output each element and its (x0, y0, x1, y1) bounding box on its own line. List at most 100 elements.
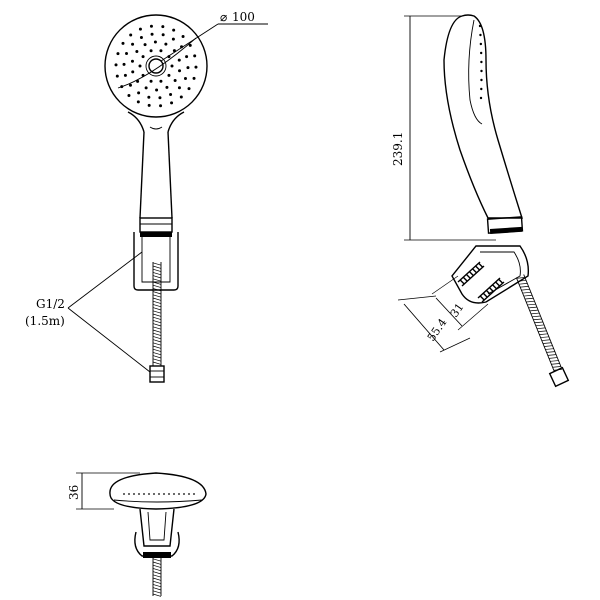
top-nozzle-dot (168, 493, 170, 495)
nozzle-dot (187, 87, 191, 91)
top-nozzle-dot (188, 493, 190, 495)
offset-extension-2 (457, 303, 489, 331)
thread-leader-lower (67, 307, 151, 373)
diameter-leader (160, 23, 219, 62)
nozzle-dot (159, 49, 163, 53)
top-nozzle-dot (138, 493, 140, 495)
nozzle-dot (192, 76, 196, 80)
nozzle-dot (141, 55, 145, 59)
nozzle-dot (125, 52, 129, 56)
offset-dimension-line (435, 297, 463, 327)
top-nozzle-dot (163, 493, 165, 495)
nozzle-dot (149, 24, 153, 28)
top-nozzle-dot (193, 493, 195, 495)
nozzle-dot (194, 65, 198, 69)
top-nozzle-dot (158, 493, 160, 495)
nozzle-dot (171, 37, 175, 41)
top-handle (139, 508, 175, 547)
side-wall-bracket (451, 245, 530, 304)
nozzle-dot (130, 59, 134, 63)
nozzle-dot (136, 79, 140, 83)
nozzle-dot (159, 79, 163, 83)
head-neck (127, 111, 145, 133)
nozzle-dot (131, 42, 135, 46)
height-label: 239.1 (391, 132, 405, 166)
nozzle-dot (179, 95, 183, 99)
nozzle-dot (186, 66, 190, 70)
spray-zone-divider (117, 37, 197, 89)
thread-leader-upper (67, 251, 143, 309)
nozzle-dot (172, 28, 176, 32)
offset-label: 31 (448, 301, 467, 320)
side-nozzles (478, 24, 483, 100)
nozzle-dot (169, 92, 173, 96)
nozzle-dot (129, 33, 133, 37)
diameter-value: 100 (232, 10, 255, 24)
front-view: ⌀ 100 G1/2 (1.5m) (25, 10, 268, 383)
nozzle-dot (138, 64, 142, 68)
nozzle-dot (114, 63, 118, 67)
nozzle-dot (143, 43, 147, 47)
nozzle-dot (147, 95, 151, 99)
nozzle-dot (178, 69, 182, 73)
nozzle-dot (170, 64, 174, 68)
nozzle-dot (150, 32, 154, 36)
nozzle-dot (138, 27, 142, 31)
nozzle-dot (123, 73, 127, 77)
top-nozzle-dot (178, 493, 180, 495)
depth-extension-1 (397, 295, 437, 301)
thread-label: G1/2 (36, 297, 65, 311)
nozzle-dot (139, 36, 143, 40)
top-nozzle-dot (173, 493, 175, 495)
nozzle-dot (149, 49, 153, 53)
nozzle-dot (147, 103, 151, 107)
nozzle-dot (128, 83, 132, 87)
nozzle-dot (164, 42, 168, 46)
nozzle-dot (122, 62, 126, 66)
nozzle-dot (177, 86, 181, 90)
spray-nozzles (114, 24, 198, 108)
nozzle-dot (161, 25, 165, 29)
mounting-screws (457, 261, 505, 303)
side-nozzle-dot (480, 60, 483, 64)
side-nozzle-dot (479, 42, 483, 46)
side-nozzle-dot (480, 87, 483, 91)
nozzle-dot (136, 100, 140, 104)
side-nozzle-dot (479, 51, 483, 55)
nozzle-dot (177, 58, 181, 62)
side-nozzle-dot (480, 69, 483, 73)
side-nozzle-dot (479, 96, 483, 100)
top-nozzle-dot (123, 493, 125, 495)
nozzle-dot (131, 70, 135, 74)
nozzle-dot (167, 73, 171, 77)
nozzle-dot (116, 52, 120, 56)
nozzle-dot (159, 104, 163, 108)
top-head-outline (109, 472, 207, 510)
nozzle-dot (193, 54, 197, 58)
nozzle-dot (155, 88, 159, 92)
nozzle-dot (185, 55, 189, 59)
nozzle-dot (161, 33, 165, 37)
nozzle-dot (144, 86, 148, 90)
hose-nut (149, 365, 165, 383)
nozzle-dot (127, 93, 131, 97)
top-nozzle-dot (143, 493, 145, 495)
center-ring (148, 58, 164, 74)
wall-holder (133, 232, 179, 291)
side-hose-nut (548, 366, 570, 388)
top-hose (152, 558, 162, 597)
depth-dimension-line (403, 303, 445, 351)
nozzle-dot (135, 49, 139, 53)
top-nozzle-dot (153, 493, 155, 495)
depth-label: 55.4 (425, 316, 450, 344)
nozzle-dot (158, 96, 162, 100)
nozzle-dot (115, 74, 119, 78)
nozzle-dot (149, 79, 153, 83)
top-nozzle-dot (128, 493, 130, 495)
depth-extension-2 (439, 337, 471, 353)
side-nozzle-dot (480, 78, 483, 82)
shower-head-face (104, 14, 208, 118)
handle-body (139, 131, 145, 219)
nozzle-dot (188, 43, 192, 47)
